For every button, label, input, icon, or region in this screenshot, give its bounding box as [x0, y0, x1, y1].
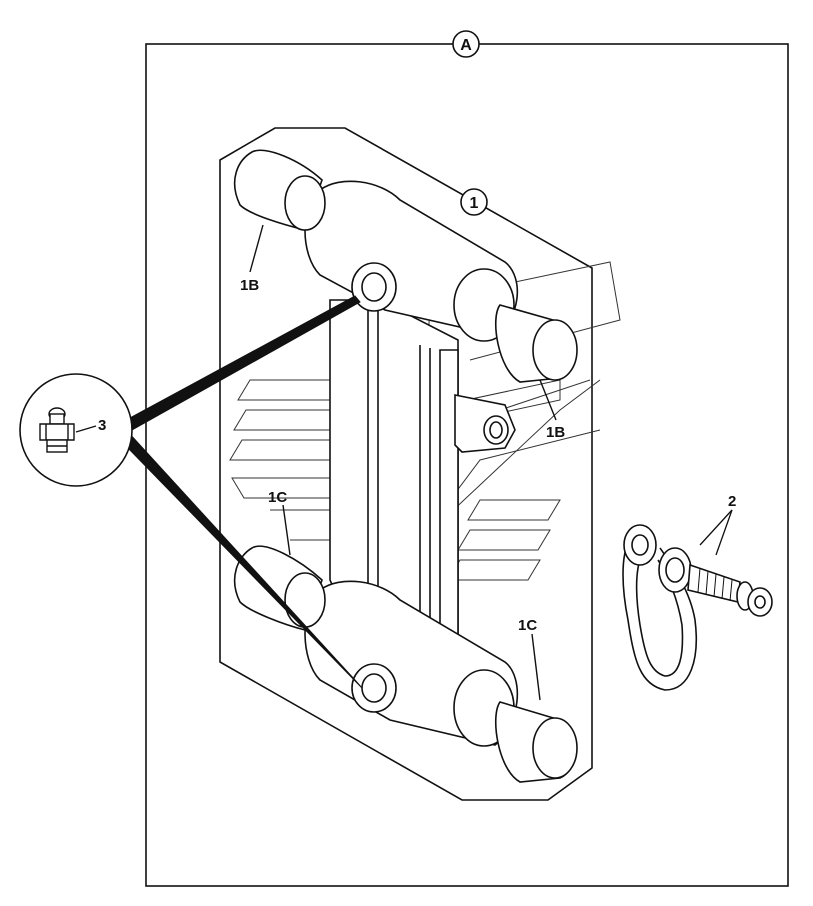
pin-leader-lines [249, 224, 557, 701]
grease-fitting-icon [39, 407, 75, 453]
grease-fitting-detail-circle [19, 373, 133, 487]
middle-boss [454, 394, 516, 453]
part-1-marker [460, 188, 488, 216]
part-1-label: 1 [470, 195, 479, 212]
pin-top-right [494, 304, 578, 383]
link-bar [329, 299, 459, 679]
callout-1b-top-right: 1B [546, 424, 565, 441]
pin-top-left [233, 149, 326, 231]
frame-a-marker [452, 30, 480, 58]
pin-bottom-left [233, 545, 326, 631]
shackle-leaders [699, 509, 733, 556]
callout-1b-top-left: 1B [240, 277, 259, 294]
pin-bottom-right [494, 701, 578, 783]
frame-a-label: A [460, 37, 472, 54]
callout-1c-bottom-left: 1C [268, 489, 287, 506]
shackle-icon [622, 524, 773, 691]
grease-fitting-leader [75, 425, 97, 433]
callout-3: 3 [98, 417, 106, 434]
callout-1c-bottom-right: 1C [518, 617, 537, 634]
callout-2: 2 [728, 493, 736, 510]
